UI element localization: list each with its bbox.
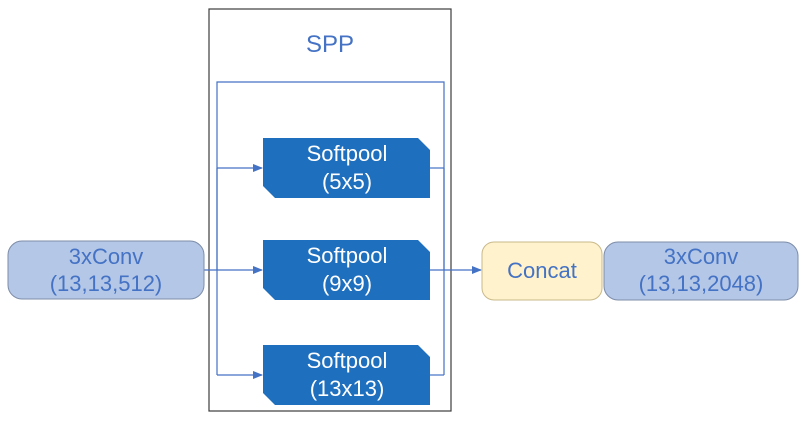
output-conv-block: 3xConv (13,13,2048) xyxy=(603,241,799,301)
softpool-13x13-block: Softpool (13x13) xyxy=(263,345,430,405)
input-conv-label: 3xConv xyxy=(69,244,144,269)
output-conv-shape: (13,13,2048) xyxy=(639,271,764,296)
softpool-9x9-block: Softpool (9x9) xyxy=(263,240,430,300)
softpool-5x5-block: Softpool (5x5) xyxy=(263,138,430,198)
concat-label: Concat xyxy=(507,258,577,283)
softpool-5x5-size: (5x5) xyxy=(322,169,372,194)
input-conv-shape: (13,13,512) xyxy=(50,271,163,296)
softpool-9x9-size: (9x9) xyxy=(322,271,372,296)
softpool-13x13-size: (13x13) xyxy=(310,376,385,401)
softpool-13x13-label: Softpool xyxy=(307,348,388,373)
spp-title: SPP xyxy=(306,31,354,58)
input-conv-block: 3xConv (13,13,512) xyxy=(7,240,205,300)
softpool-9x9-label: Softpool xyxy=(307,243,388,268)
spp-container xyxy=(208,8,452,412)
arrows xyxy=(203,164,482,379)
concat-block: Concat xyxy=(481,241,603,301)
connector-lines xyxy=(216,81,445,376)
softpool-5x5-label: Softpool xyxy=(307,141,388,166)
output-conv-label: 3xConv xyxy=(664,244,739,269)
